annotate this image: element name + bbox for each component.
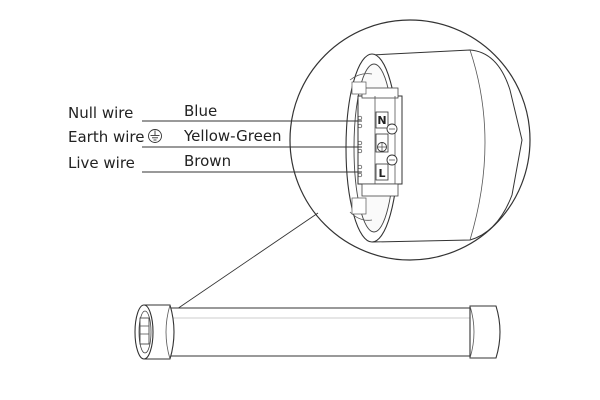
tube-shell-outline	[371, 49, 523, 243]
earth-wire-label: Earth wire	[68, 128, 145, 146]
null-wire-label: Null wire	[68, 104, 133, 122]
tube-right-cap	[469, 305, 501, 359]
tube-end-rim	[469, 49, 486, 241]
terminal-l-label: L	[378, 167, 385, 180]
tube-body	[170, 307, 473, 357]
terminal-top-tab	[361, 87, 399, 99]
live-wire-label: Live wire	[68, 154, 135, 172]
magnifier-leader-line	[151, 212, 319, 327]
terminal-block: N L	[357, 87, 403, 197]
wire-labels: Null wire Blue Earth wire Yellow-Green L…	[68, 102, 362, 173]
terminal-l-box	[375, 163, 389, 181]
end-cap-clip-top	[349, 73, 373, 81]
tube-right-cap-seam	[469, 305, 475, 359]
led-tube	[134, 304, 501, 360]
brown-color-label: Brown	[184, 152, 231, 170]
magnifier-circle	[289, 19, 531, 261]
blue-color-label: Blue	[184, 102, 217, 120]
yellow-green-color-label: Yellow-Green	[183, 127, 282, 145]
tube-left-cap-seam	[165, 304, 171, 360]
tube-left-terminal	[139, 317, 150, 345]
detail-magnifier: N L	[289, 19, 531, 261]
terminal-n-box	[375, 111, 389, 129]
ground-symbol-icon	[148, 129, 162, 143]
terminal-n-label: N	[377, 114, 386, 127]
terminal-bottom-tab	[361, 183, 399, 197]
